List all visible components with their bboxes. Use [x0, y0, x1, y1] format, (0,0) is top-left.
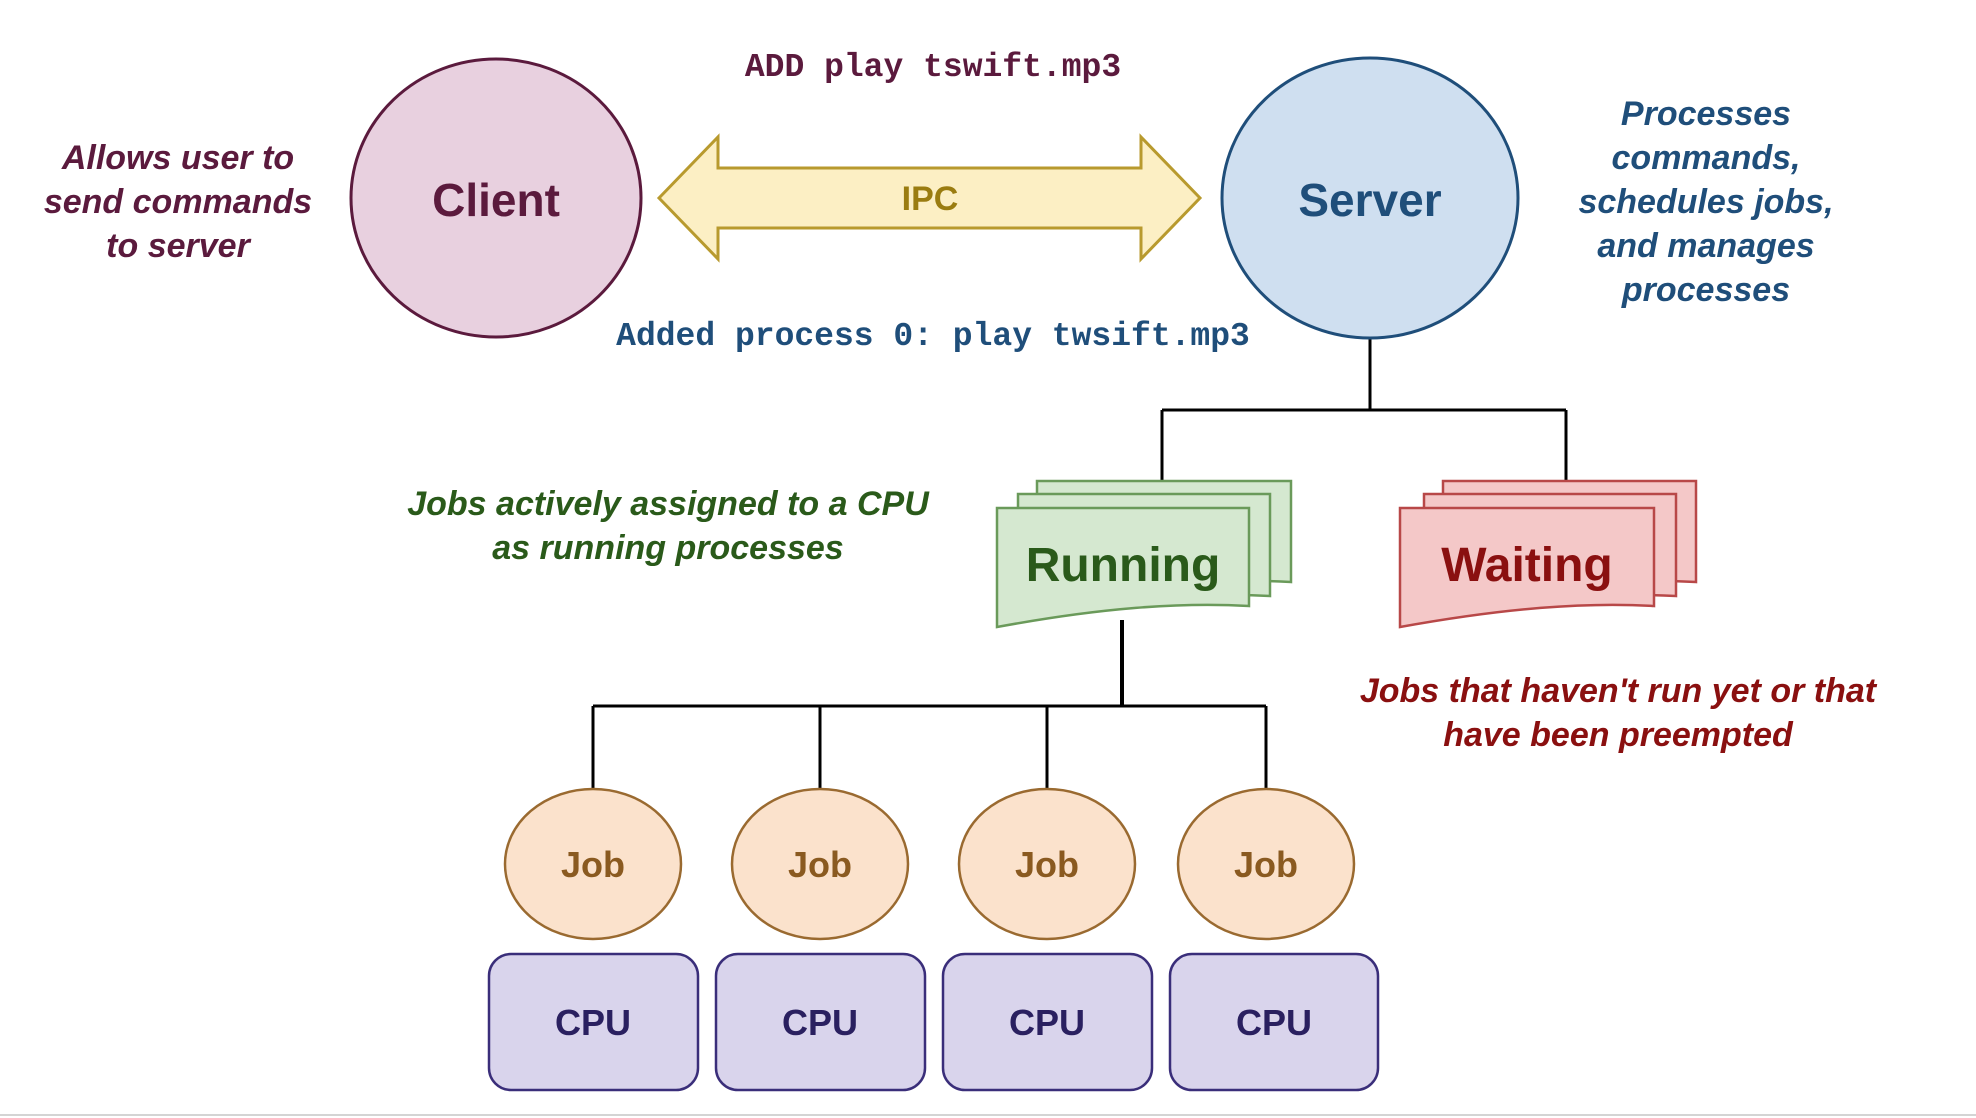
waiting-label: Waiting: [1441, 539, 1613, 592]
job-nodes: [503, 787, 1356, 941]
connectors: [591, 338, 1568, 788]
job-ellipse: [730, 787, 910, 941]
client-circle: [349, 57, 643, 339]
job-ellipse: [1176, 787, 1356, 941]
job-labels: Job Job Job Job: [561, 844, 1298, 885]
running-queue: Running: [995, 479, 1293, 629]
cpu-label: CPU: [1009, 1002, 1085, 1043]
bottom-divider: [0, 1114, 1976, 1116]
server-label: Server: [1298, 174, 1441, 226]
ipc-label: IPC: [902, 180, 959, 218]
waiting-description: Jobs that haven't run yet or that have b…: [1360, 672, 1878, 754]
client-description-line: send commands: [44, 183, 312, 221]
ipc-response-message: Added process 0: play twsift.mp3: [616, 318, 1250, 355]
ipc-arrow: IPC: [656, 133, 1203, 263]
cpu-labels: CPU CPU CPU CPU: [555, 1002, 1312, 1043]
client-description-line: Allows user to: [61, 139, 294, 177]
client-node: Client: [349, 57, 643, 339]
cpu-label: CPU: [555, 1002, 631, 1043]
running-label: Running: [1026, 539, 1221, 592]
client-description-line: to server: [106, 227, 251, 265]
client-label: Client: [432, 174, 560, 226]
server-circle: [1220, 56, 1520, 340]
running-stack-front: [995, 506, 1251, 629]
job-label: Job: [1234, 844, 1298, 885]
cpu-label: CPU: [1236, 1002, 1312, 1043]
cpu-nodes: [487, 952, 1380, 1092]
ipc-request-command: ADD play tswift.mp3: [745, 49, 1121, 86]
waiting-description-line: have been preempted: [1443, 716, 1794, 754]
running-description-line: as running processes: [492, 529, 843, 567]
waiting-description-line: Jobs that haven't run yet or that: [1360, 672, 1878, 710]
running-description-line: Jobs actively assigned to a CPU: [407, 485, 930, 523]
server-description: Processes commands, schedules jobs, and …: [1578, 95, 1833, 309]
server-description-line: Processes: [1621, 95, 1791, 133]
waiting-queue: Waiting: [1398, 479, 1698, 629]
job-label: Job: [561, 844, 625, 885]
server-description-line: processes: [1621, 271, 1790, 309]
job-ellipse: [957, 787, 1137, 941]
job-ellipse: [503, 787, 683, 941]
job-label: Job: [788, 844, 852, 885]
client-description: Allows user to send commands to server: [44, 139, 312, 265]
cpu-box: [487, 952, 700, 1092]
waiting-stack-front: [1398, 506, 1656, 629]
cpu-box: [714, 952, 927, 1092]
server-node: Server: [1220, 56, 1520, 340]
server-description-line: schedules jobs,: [1578, 183, 1833, 221]
cpu-box: [1168, 952, 1380, 1092]
server-description-line: and manages: [1597, 227, 1814, 265]
job-label: Job: [1015, 844, 1079, 885]
running-description: Jobs actively assigned to a CPU as runni…: [407, 485, 930, 567]
server-description-line: commands,: [1612, 139, 1801, 177]
cpu-label: CPU: [782, 1002, 858, 1043]
cpu-box: [941, 952, 1154, 1092]
ipc-double-arrow: [656, 133, 1203, 263]
